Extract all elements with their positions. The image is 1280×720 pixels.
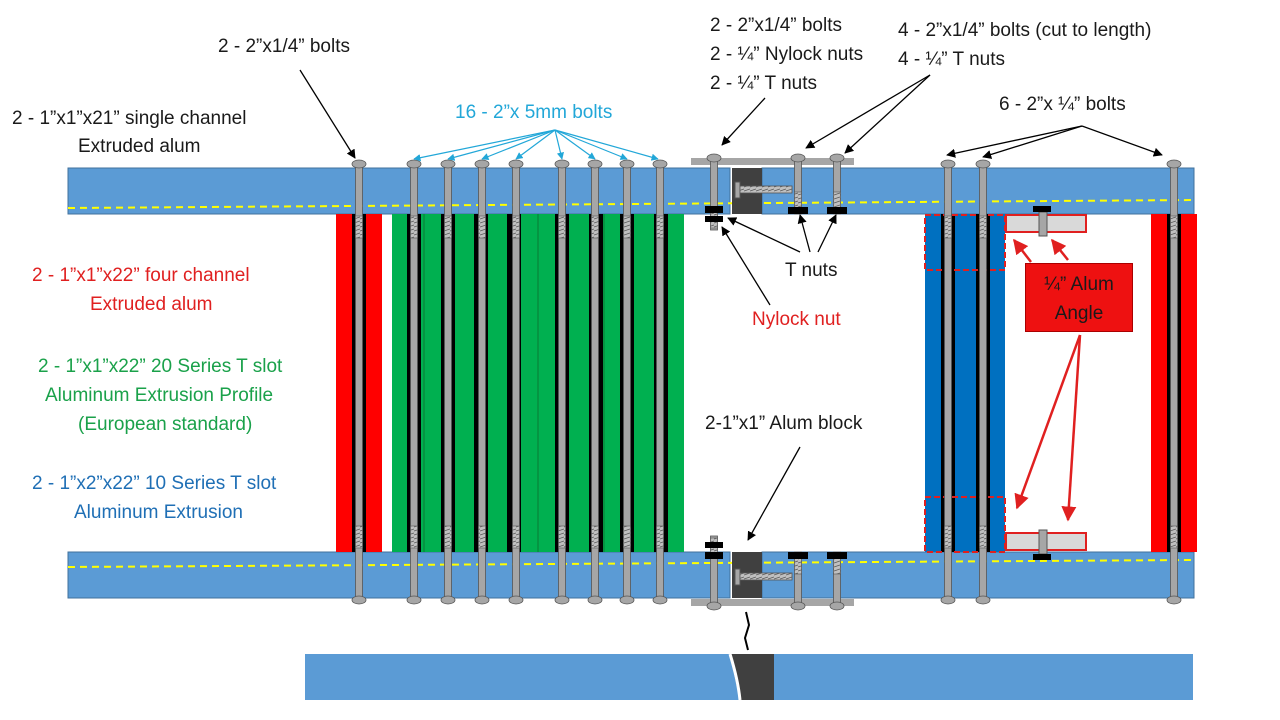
top-single-channel (67, 167, 1195, 215)
label-alum-angle-line2: Angle (1054, 303, 1104, 324)
long-bolt (508, 159, 524, 605)
label-metric-bolts: 16 - 2”x 5mm bolts (455, 102, 613, 123)
long-bolt (351, 159, 367, 605)
bottom-clamp-plate (691, 599, 854, 606)
green-20-series-group (392, 214, 684, 552)
label-alum-angle-line1: ¼” Alum (1044, 274, 1114, 295)
label-cut-tnuts: 4 - ¼” T nuts (898, 49, 1006, 70)
short-bolt-top (790, 153, 806, 215)
long-bolt (975, 159, 991, 605)
label-six-bolts: 6 - 2”x ¼” bolts (999, 94, 1126, 115)
label-tslot20-line1: 2 - 1”x1”x22” 20 Series T slot (38, 356, 283, 377)
bottom-detail-view (305, 611, 1193, 701)
long-bolt (554, 159, 570, 605)
metric-bolt-arrows (413, 129, 659, 162)
top-clamp-plate (691, 158, 854, 165)
alum-angle-arrows (1013, 238, 1082, 522)
label-mid-nylock: 2 - ¼” Nylock nuts (710, 44, 864, 65)
label-cut-bolts: 4 - 2”x1/4” bolts (cut to length) (898, 20, 1152, 41)
label-tslot20-line3: (European standard) (78, 414, 253, 435)
blue-10-series-group (924, 214, 1006, 553)
long-bolt (619, 159, 635, 605)
label-four-channel-line2: Extruded alum (90, 294, 213, 315)
long-bolt (940, 159, 956, 605)
label-tslot10-line1: 2 - 1”x2”x22” 10 Series T slot (32, 473, 277, 494)
long-bolt (652, 159, 668, 605)
t-nut-set (705, 206, 847, 559)
block-bolt-bottom (734, 568, 793, 586)
long-bolt (440, 159, 456, 605)
label-tslot10-line2: Aluminum Extrusion (74, 502, 243, 523)
label-alum-block: 2-1”x1” Alum block (705, 413, 863, 434)
label-single-channel-line1: 2 - 1”x1”x21” single channel (12, 108, 247, 129)
long-bolt (1166, 159, 1182, 605)
label-mid-tnuts: 2 - ¼” T nuts (710, 73, 818, 94)
label-four-channel-line1: 2 - 1”x1”x22” four channel (32, 265, 250, 286)
label-single-channel-line2: Extruded alum (78, 136, 201, 157)
label-t-nuts: T nuts (785, 260, 838, 281)
label-bolts-top-left: 2 - 2”x1/4” bolts (218, 36, 350, 57)
callout-arrows (299, 69, 1163, 541)
long-bolt (406, 159, 422, 605)
short-bolt-bottom (829, 551, 845, 611)
label-tslot20-line2: Aluminum Extrusion Profile (45, 385, 274, 406)
long-bolt (587, 159, 603, 605)
long-bolt (474, 159, 490, 605)
bottom-single-channel (67, 551, 1195, 599)
alum-angle-bottom (1005, 529, 1087, 560)
block-bolt-top (734, 181, 793, 199)
label-mid-bolts: 2 - 2”x1/4” bolts (710, 15, 842, 36)
label-alum-angle-box: ¼” Alum Angle (1025, 263, 1133, 332)
alum-angle-top (1005, 206, 1087, 237)
label-nylock-nut: Nylock nut (752, 309, 841, 330)
bolt-set (351, 153, 1182, 611)
